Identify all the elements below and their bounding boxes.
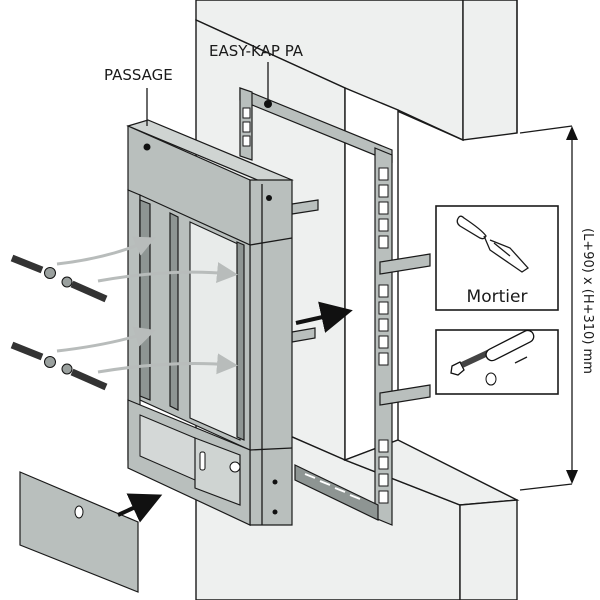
frame-bottom-rail — [294, 464, 379, 521]
label-dimension: (L+90) x (H+310) mm — [580, 228, 595, 374]
label-easy-kap: EASY-KAP PA — [209, 42, 304, 60]
dimension-arrow-bottom — [566, 470, 578, 484]
frame-right-slots — [378, 167, 389, 504]
cover-plate-hole — [74, 505, 84, 519]
frame-bracket-lower — [379, 384, 431, 406]
passage-glass — [189, 221, 241, 441]
dimension-arrow-top — [566, 126, 578, 140]
screw-anchors — [10, 254, 108, 391]
anchor-set-1 — [61, 276, 108, 303]
cover-plate-panel — [19, 471, 139, 593]
grey-arrow-4 — [97, 353, 238, 375]
passage-side — [249, 179, 293, 526]
anchor-set-2 — [61, 363, 108, 391]
grey-arrow-2 — [97, 262, 238, 284]
wall-lower-side — [459, 499, 518, 600]
black-arrow-frame — [295, 301, 353, 333]
label-mortier: Mortier — [467, 287, 528, 307]
trowel-icon — [456, 215, 529, 273]
fixings-box — [435, 329, 559, 395]
passage-unit — [126, 119, 294, 526]
dimension-indicator: (L+90) x (H+310) mm — [519, 125, 595, 491]
cover-plate — [19, 471, 139, 593]
grey-arrow-1 — [56, 236, 156, 266]
mortar-box — [435, 205, 559, 311]
label-passage: PASSAGE — [104, 66, 173, 84]
frame-bottom-slots — [304, 473, 361, 500]
frame-left-slots — [242, 107, 251, 147]
frame-hole — [264, 100, 272, 108]
screw-set-1 — [10, 254, 56, 279]
legend-mortar: Mortier — [435, 205, 559, 311]
screw-set-2 — [10, 341, 56, 368]
passage-post-left — [139, 199, 151, 401]
legend-fixings — [435, 329, 559, 395]
frame-bracket-upper — [379, 253, 431, 275]
assembly-arrows — [56, 236, 353, 523]
labels: PASSAGE EASY-KAP PA — [104, 42, 304, 126]
passage-header-dot — [143, 143, 151, 151]
wall-upper-face — [195, 0, 464, 142]
bolt-and-anchor-icon — [450, 329, 535, 386]
easy-kap-frame — [239, 87, 431, 526]
black-arrow-cover — [117, 493, 163, 523]
wall-upper-side — [462, 0, 518, 141]
grey-arrow-3 — [56, 326, 156, 353]
passage-control-box — [194, 437, 241, 506]
